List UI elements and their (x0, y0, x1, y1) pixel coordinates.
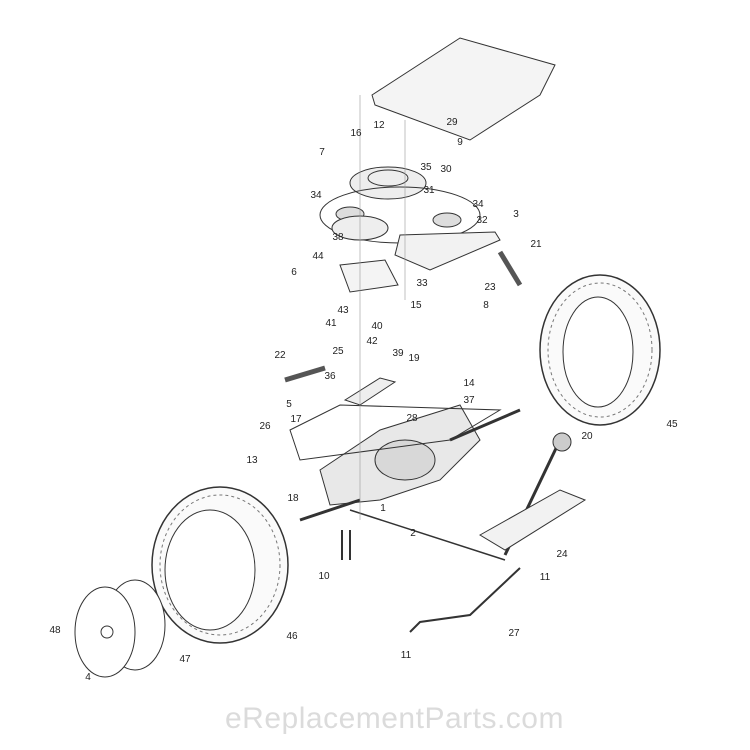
callout-29: 29 (446, 117, 458, 128)
callout-36: 36 (324, 371, 336, 382)
bracket-plate (479, 489, 587, 551)
callout-34: 34 (310, 190, 322, 201)
callout-1: 1 (380, 503, 386, 514)
callout-37: 37 (463, 395, 475, 406)
callout-34: 34 (472, 199, 484, 210)
callout-31: 31 (423, 185, 435, 196)
callout-11: 11 (539, 572, 551, 583)
callout-33: 33 (416, 278, 428, 289)
callout-5: 5 (286, 399, 292, 410)
callout-13: 13 (246, 455, 258, 466)
callout-40: 40 (371, 321, 383, 332)
callout-14: 14 (463, 378, 475, 389)
callout-18: 18 (287, 493, 299, 504)
callout-47: 47 (179, 654, 191, 665)
callout-32: 32 (476, 215, 488, 226)
callout-24: 24 (556, 549, 568, 560)
callout-4: 4 (85, 672, 91, 683)
callout-41: 41 (325, 318, 337, 329)
axle (299, 408, 521, 522)
callout-17: 17 (290, 414, 302, 425)
callout-28: 28 (406, 413, 418, 424)
callout-42: 42 (366, 336, 378, 347)
callout-15: 15 (410, 300, 422, 311)
callout-22: 22 (274, 350, 286, 361)
callout-23: 23 (484, 282, 496, 293)
callout-10: 10 (318, 571, 330, 582)
callout-11: 11 (400, 650, 412, 661)
callout-44: 44 (312, 251, 324, 262)
callout-30: 30 (440, 164, 452, 175)
frame (289, 404, 502, 461)
callout-7: 7 (319, 147, 325, 158)
spring-21 (497, 250, 523, 287)
top-plate (371, 37, 556, 141)
callout-46: 46 (286, 631, 298, 642)
bracket-44 (339, 259, 399, 293)
spring-22 (284, 365, 326, 383)
shift-arm-36 (343, 377, 397, 406)
callout-3: 3 (513, 209, 519, 220)
callout-6: 6 (291, 267, 297, 278)
callout-25: 25 (332, 346, 344, 357)
callout-45: 45 (666, 419, 678, 430)
callout-43: 43 (337, 305, 349, 316)
callout-9: 9 (457, 137, 463, 148)
callout-12: 12 (373, 120, 385, 131)
callout-39: 39 (392, 348, 404, 359)
watermark: eReplacementParts.com (225, 702, 564, 735)
rod-2 (349, 509, 506, 561)
callout-48: 48 (49, 625, 61, 636)
callout-20: 20 (581, 431, 593, 442)
callout-35: 35 (420, 162, 432, 173)
callout-19: 19 (408, 353, 420, 364)
callout-38: 38 (332, 232, 344, 243)
rod-27 (409, 567, 521, 633)
idler-bracket (394, 231, 501, 271)
callout-16: 16 (350, 128, 362, 139)
callout-2: 2 (410, 528, 416, 539)
callout-21: 21 (530, 239, 542, 250)
callout-8: 8 (483, 300, 489, 311)
callout-27: 27 (508, 628, 520, 639)
callout-26: 26 (259, 421, 271, 432)
drive-pulley (349, 166, 427, 200)
idler-pulley (432, 212, 462, 228)
